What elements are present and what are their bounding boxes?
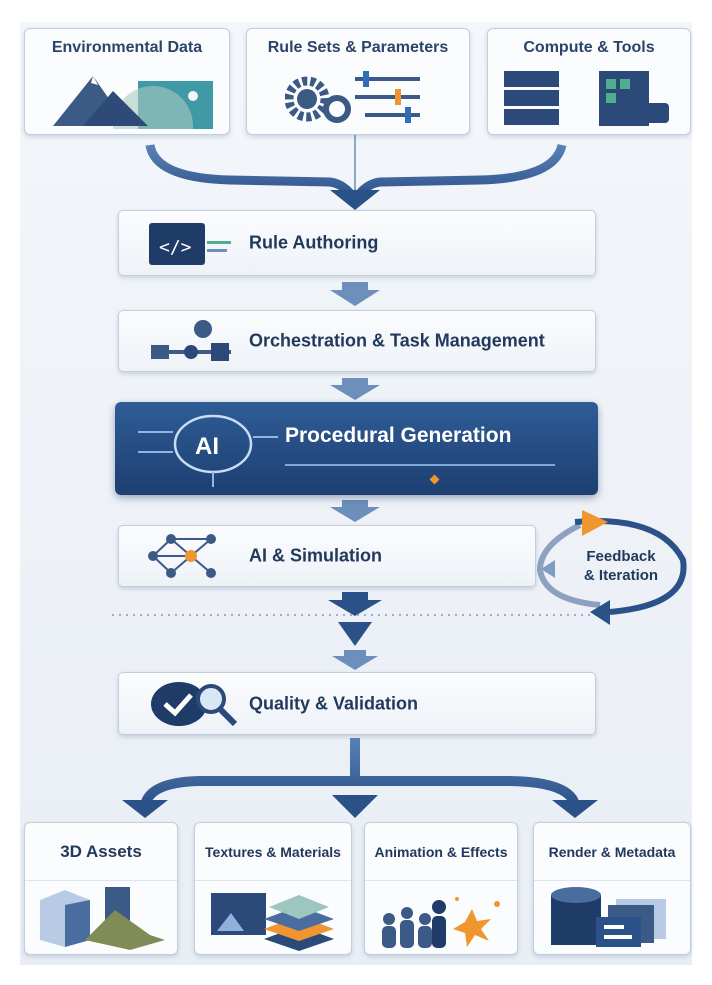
ai-brain-icon: AI	[138, 414, 278, 487]
svg-text:AI: AI	[195, 433, 219, 460]
card-title: Environmental Data	[51, 39, 203, 56]
arrow-left	[541, 560, 555, 578]
workflow-gear-icon	[151, 320, 231, 361]
server-chip-icon	[504, 71, 669, 126]
arrow-down	[332, 795, 378, 818]
card-title: Textures & Materials	[195, 823, 351, 881]
card-title: Animation & Effects	[365, 823, 517, 881]
svg-text:</>: </>	[159, 237, 192, 258]
feedback-label: Feedback & Iteration	[566, 547, 676, 585]
arrow-down	[330, 190, 380, 210]
arrow-down	[328, 592, 382, 616]
arrow-left	[590, 600, 610, 625]
crowd-effects-icon	[382, 897, 500, 948]
arrow-orange	[582, 510, 608, 536]
split-arrow	[140, 738, 580, 807]
stage-label: Orchestration & Task Management	[249, 330, 545, 351]
check-magnifier-icon	[151, 681, 238, 726]
feedback-line1: Feedback	[586, 548, 656, 565]
card-title: Compute & Tools	[523, 39, 655, 56]
stage-orchestration: Orchestration & Task Management	[118, 310, 596, 372]
arrow-down	[330, 500, 380, 522]
output-card-animation: Animation & Effects	[364, 822, 518, 955]
arrow-down	[122, 800, 168, 818]
database-docs-icon	[551, 887, 666, 947]
arrow-down	[330, 378, 380, 400]
input-card-compute-tools: Compute & Tools	[487, 28, 691, 135]
code-folder-icon: </>	[149, 223, 231, 265]
arrow-down	[552, 800, 598, 818]
arrow-down	[332, 650, 378, 670]
stage-procedural-generation: AI Procedural Generation	[115, 402, 598, 495]
stage-label: Procedural Generation	[285, 424, 512, 447]
input-card-environmental-data: Environmental Data	[24, 28, 230, 135]
3d-assets-icon	[40, 887, 165, 950]
network-graph-icon	[148, 534, 216, 578]
arrow-down	[338, 622, 372, 646]
mountain-map-icon	[53, 76, 213, 129]
feedback-line2: & Iteration	[583, 567, 659, 584]
gears-sliders-icon	[285, 71, 420, 123]
stage-label: Rule Authoring	[249, 232, 379, 253]
card-title: Rule Sets & Parameters	[267, 39, 449, 56]
texture-layers-icon	[211, 893, 334, 951]
stage-rule-authoring: </> Rule Authoring	[118, 210, 596, 276]
feedback-loop	[536, 522, 601, 608]
input-card-rule-sets: Rule Sets & Parameters	[246, 28, 470, 135]
card-title: Render & Metadata	[534, 823, 690, 881]
stage-label: Quality & Validation	[249, 693, 419, 713]
stage-quality-validation: Quality & Validation	[118, 672, 596, 735]
arrow-down	[330, 282, 380, 306]
output-card-render-metadata: Render & Metadata	[533, 822, 691, 955]
stage-ai-simulation: AI & Simulation	[118, 525, 536, 587]
output-card-3d-assets: 3D Assets	[24, 822, 178, 955]
card-title: 3D Assets	[25, 823, 177, 881]
progress-line	[285, 464, 555, 466]
stage-label: AI & Simulation	[249, 545, 383, 566]
accent-dot	[429, 474, 440, 485]
output-card-textures: Textures & Materials	[194, 822, 352, 955]
